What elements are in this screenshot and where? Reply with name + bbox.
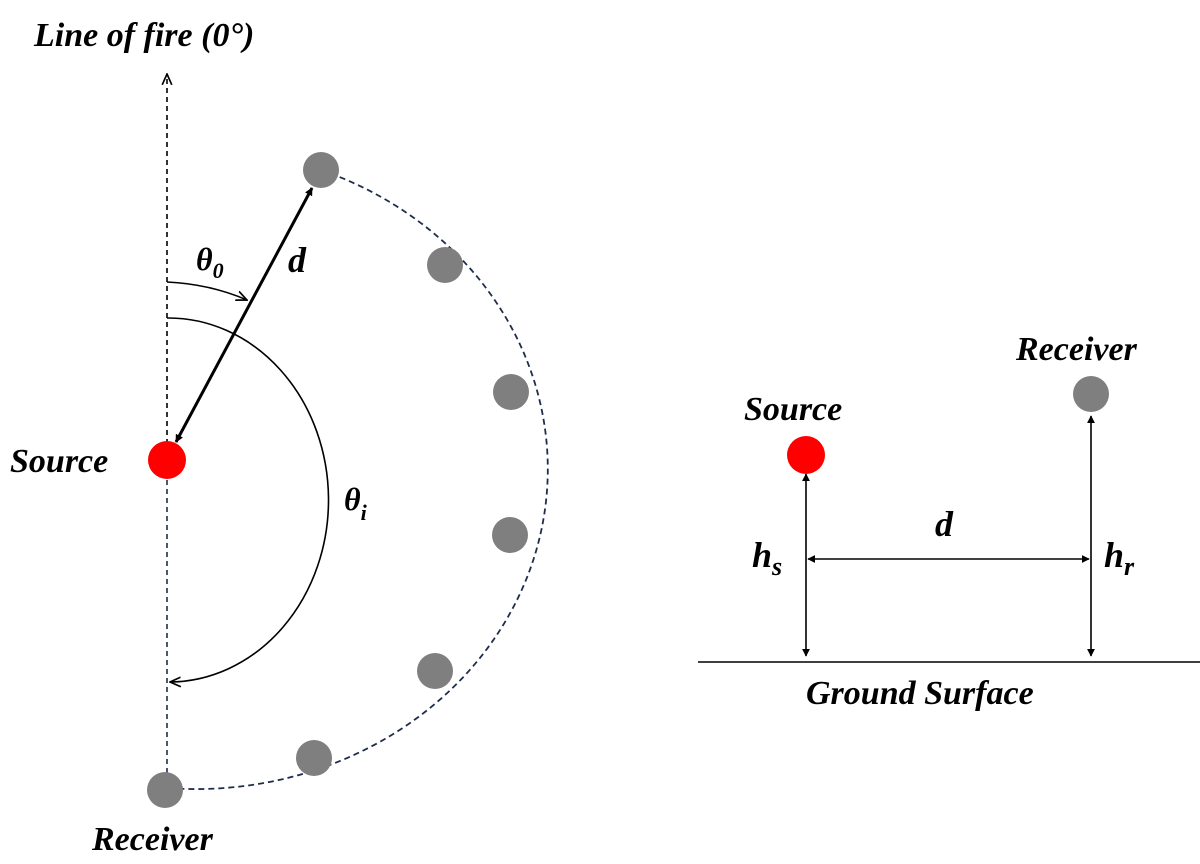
theta-i-label: θi (344, 481, 368, 525)
distance-label: d (288, 240, 307, 280)
hs-label: hs (752, 535, 782, 581)
receiver-dot (296, 740, 332, 776)
source-label: Source (10, 443, 108, 480)
source-dot (787, 436, 825, 474)
receiver-dot (1073, 376, 1109, 412)
ground-surface-label: Ground Surface (806, 675, 1034, 712)
receiver-dot (493, 374, 529, 410)
receiver-dot (417, 653, 453, 689)
receiver-dot (303, 152, 339, 188)
hr-label: hr (1104, 535, 1135, 581)
distance-label: d (935, 504, 954, 544)
line-of-fire-label: Line of fire (0°) (33, 17, 254, 54)
theta-0-label: θ0 (196, 241, 224, 283)
distance-arrow (174, 187, 314, 443)
source-label: Source (744, 391, 842, 428)
theta-i-arc (166, 317, 330, 682)
receiver-dot (427, 247, 463, 283)
right-diagram: Source Receiver d hs hr Ground Surface (698, 331, 1200, 712)
source-dot (148, 441, 186, 479)
receiver-arc (166, 169, 549, 790)
receiver-dot (147, 772, 183, 808)
left-diagram: Line of fire (0°) Source Receiver d θ0 (10, 17, 549, 858)
theta-0-arc (166, 281, 247, 300)
receiver-label: Receiver (1015, 331, 1138, 368)
receiver-label: Receiver (91, 821, 214, 858)
receiver-dot (492, 517, 528, 553)
